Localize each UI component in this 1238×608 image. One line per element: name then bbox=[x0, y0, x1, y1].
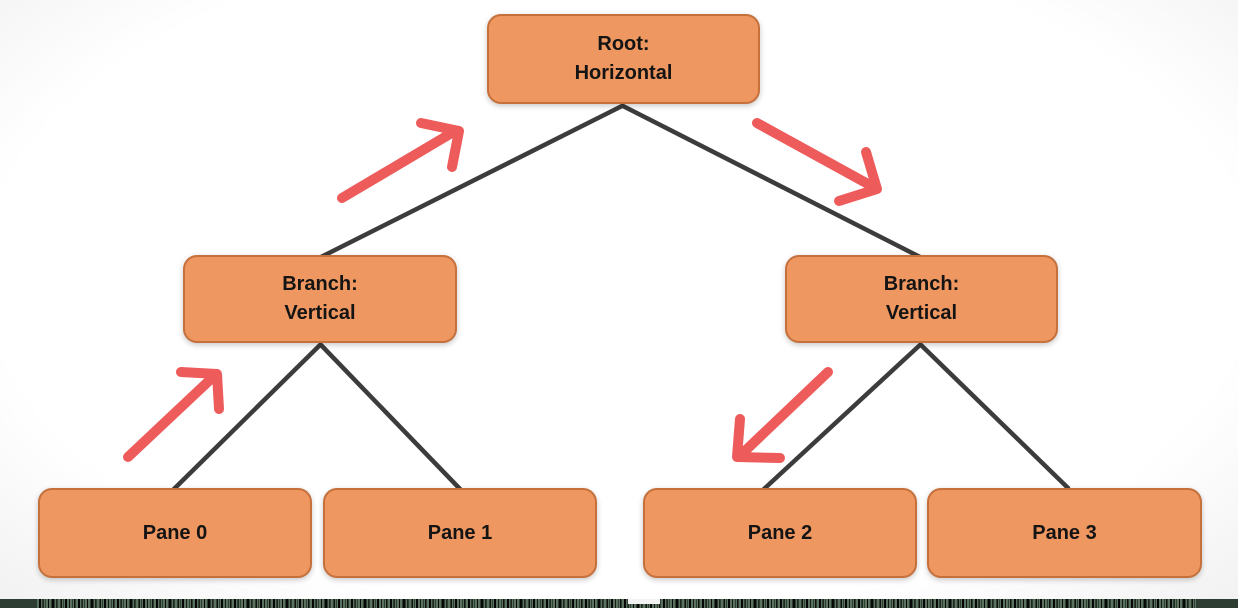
arrow-root-to-branch-right-icon bbox=[752, 118, 882, 206]
edge-branch-left-to-pane-1 bbox=[318, 342, 463, 492]
bottom-noise-strip bbox=[0, 599, 1238, 608]
bottom-noise-strip-left-cap bbox=[0, 599, 37, 608]
node-pane-1: Pane 1 bbox=[323, 488, 597, 578]
edge-branch-left-to-pane-0 bbox=[171, 342, 323, 492]
arrow-branch-right-to-pane-2-icon bbox=[732, 367, 833, 463]
bottom-noise-strip-right-cap bbox=[1196, 599, 1238, 608]
node-pane-3: Pane 3 bbox=[927, 488, 1202, 578]
arrow-pane-0-to-branch-left-icon bbox=[123, 367, 224, 462]
node-branch-left: Branch: Vertical bbox=[183, 255, 457, 343]
edge-root-to-branch-right bbox=[620, 103, 923, 260]
edge-branch-right-to-pane-2 bbox=[761, 342, 923, 492]
edge-root-to-branch-left bbox=[318, 103, 625, 260]
node-pane-2: Pane 2 bbox=[643, 488, 917, 578]
edge-branch-right-to-pane-3 bbox=[918, 342, 1071, 491]
arrow-branch-left-to-root-icon bbox=[337, 118, 464, 203]
bottom-noise-strip-gap bbox=[628, 599, 660, 604]
node-root: Root: Horizontal bbox=[487, 14, 760, 104]
node-branch-right: Branch: Vertical bbox=[785, 255, 1058, 343]
node-pane-0: Pane 0 bbox=[38, 488, 312, 578]
